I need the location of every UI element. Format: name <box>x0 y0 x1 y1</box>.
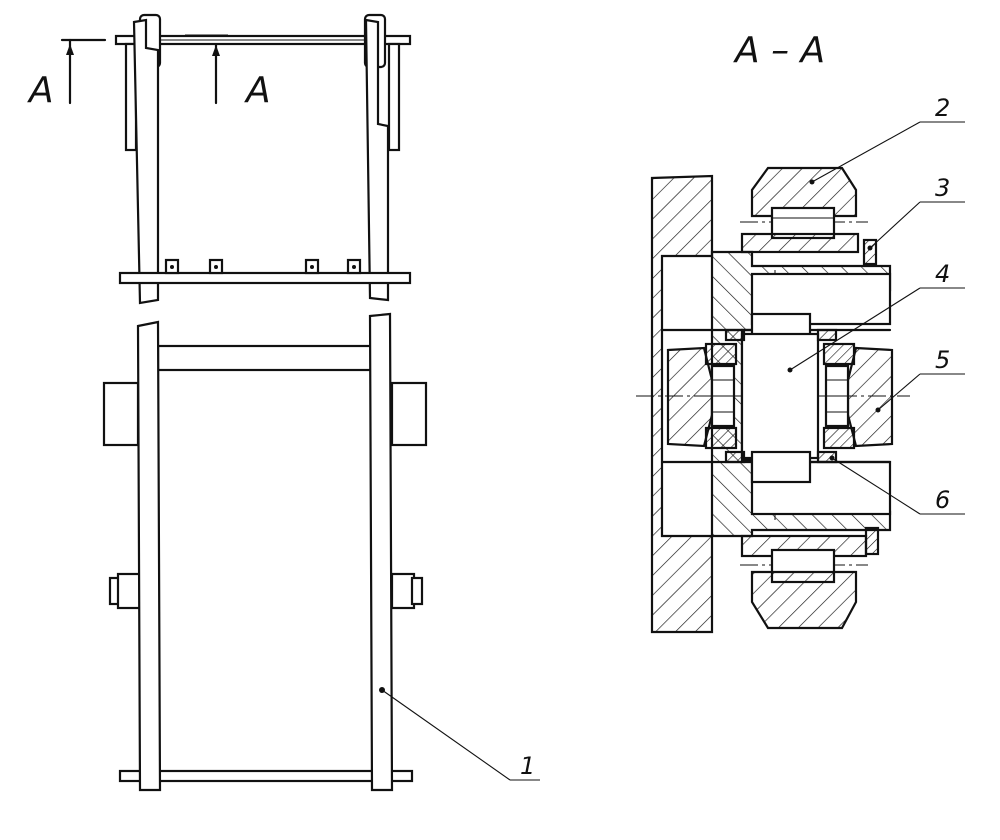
retaining-pin <box>862 238 878 266</box>
upper-cross-beam <box>156 344 374 372</box>
svg-text:1: 1 <box>520 752 535 780</box>
axle-head-bottom <box>750 450 812 484</box>
svg-text:2: 2 <box>935 94 950 122</box>
upper-bracket <box>740 232 860 254</box>
svg-text:3: 3 <box>935 174 950 202</box>
upper-frame: A A <box>27 13 412 305</box>
svg-text:5: 5 <box>935 346 950 374</box>
bottom-crossbar <box>118 769 414 783</box>
callout-3: 3 <box>867 174 965 251</box>
svg-text:4: 4 <box>935 260 950 288</box>
lower-frame <box>102 312 428 792</box>
washer-bottom-left <box>724 450 746 464</box>
washer-top-right <box>816 328 838 342</box>
section-mark-right: A <box>244 70 271 111</box>
right-side-block <box>390 381 428 447</box>
svg-text:6: 6 <box>935 486 950 514</box>
right-pin-stub <box>390 572 424 610</box>
callout-1: 1 <box>379 687 540 781</box>
section-mark-left: A <box>27 70 54 111</box>
clamp-row <box>164 258 362 275</box>
left-pin-stub <box>108 572 142 610</box>
left-wall <box>650 174 714 634</box>
callout-5: 5 <box>875 346 965 413</box>
callout-4: 4 <box>787 260 965 373</box>
callout-2: 2 <box>809 94 965 185</box>
right-inner-plate <box>387 42 401 152</box>
upper-roller <box>750 166 858 218</box>
callout-6: 6 <box>829 455 965 515</box>
left-side-block <box>102 381 140 447</box>
section-view <box>636 166 910 634</box>
lower-roller <box>750 570 858 630</box>
lower-crossbar <box>118 271 412 285</box>
right-side-member <box>364 18 390 302</box>
section-title: A – A <box>733 30 825 71</box>
left-side-member <box>132 18 160 305</box>
right-long-member <box>368 312 394 792</box>
left-long-member <box>136 320 162 792</box>
washer-top-left <box>724 328 746 342</box>
washer-bottom-right <box>816 450 838 464</box>
axle <box>740 332 820 460</box>
